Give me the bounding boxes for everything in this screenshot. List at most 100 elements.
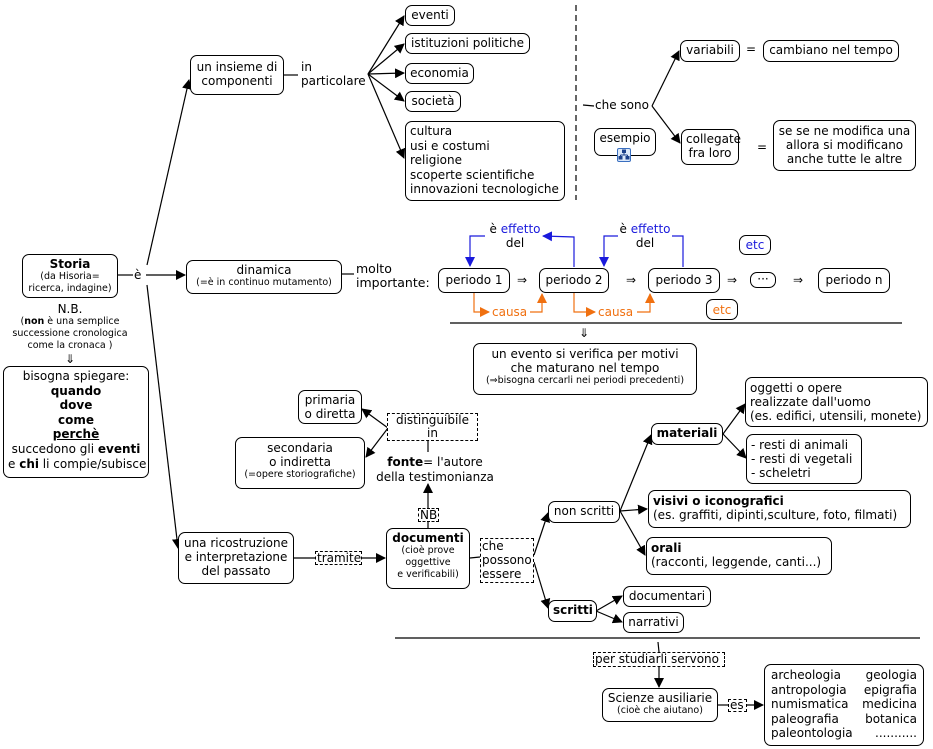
- node-bisogna-spiegare[interactable]: bisogna spiegare: quando dove come perch…: [3, 366, 149, 478]
- discipline-item: paleontologia: [771, 726, 853, 740]
- implies-arrow: ⇒: [727, 273, 738, 287]
- node-insieme[interactable]: un insieme di componenti: [190, 55, 284, 95]
- link-che-possono-essere: che possono essere: [480, 538, 534, 583]
- node-istituzioni[interactable]: istituzioni politiche: [405, 33, 530, 54]
- storia-sub-1: (da Hisoria=: [40, 271, 100, 282]
- bisogna-quando: quando: [50, 383, 102, 398]
- scienze-sub: (cioè che aiutano): [617, 705, 703, 716]
- node-evento[interactable]: un evento si verifica per motivi che mat…: [473, 343, 697, 395]
- node-primaria[interactable]: primaria o diretta: [298, 390, 362, 424]
- node-etc-effect[interactable]: etc: [739, 235, 771, 255]
- bisogna-perche: perchè: [52, 427, 100, 442]
- node-collegate[interactable]: collegate fra loro: [681, 129, 741, 165]
- node-resti[interactable]: - resti di animali - resti di vegetali -…: [746, 434, 862, 484]
- effetto-word: effetto: [630, 222, 671, 236]
- link-nb: NB: [418, 508, 439, 522]
- implies-arrow: ⇒: [517, 273, 528, 287]
- evento-l2: che maturano nel tempo: [510, 361, 660, 375]
- implies-arrow: ⇒: [793, 273, 804, 287]
- effetto-e: è: [489, 222, 501, 236]
- node-materiali[interactable]: materiali: [651, 423, 723, 445]
- collegate-desc: allora si modificano: [785, 138, 904, 152]
- node-periodo-3[interactable]: periodo 3: [648, 268, 720, 293]
- node-se-modifica[interactable]: se se ne modifica una allora si modifica…: [773, 120, 916, 171]
- node-orali[interactable]: orali (racconti, leggende, canti...): [646, 537, 832, 575]
- link-e: è: [134, 268, 142, 282]
- link-molto-importante: molto importante:: [356, 262, 430, 290]
- fonte-rest: = l'autore: [423, 455, 483, 469]
- resti-item: - scheletri: [751, 466, 811, 480]
- node-scritti[interactable]: scritti: [548, 600, 597, 622]
- node-variabili[interactable]: variabili: [680, 40, 740, 62]
- discipline-item: paleografia: [771, 711, 839, 726]
- nb-title: N.B.: [57, 302, 83, 316]
- node-periodo-n[interactable]: periodo n: [818, 268, 890, 293]
- storia-sub-2: ricerca, indagine): [28, 283, 112, 294]
- node-documenti[interactable]: documenti (cioè prove oggettive e verifi…: [386, 528, 470, 589]
- secondaria-l2: o indiretta: [269, 455, 331, 469]
- discipline-row: paleontologia...........: [771, 726, 917, 741]
- link-importante: importante:: [356, 275, 430, 290]
- discipline-item: ...........: [875, 726, 917, 740]
- node-documentari[interactable]: documentari: [623, 586, 711, 607]
- documenti-title: documenti: [392, 531, 464, 545]
- node-oggetti[interactable]: oggetti o opere realizzate dall'uomo (es…: [745, 377, 928, 427]
- collegate-desc: se se ne modifica una: [778, 124, 911, 138]
- oggetti-l3: (es. edifici, utensili, monete): [750, 409, 922, 423]
- nb-open: (: [20, 316, 25, 327]
- node-periodo-2[interactable]: periodo 2: [539, 268, 609, 293]
- node-non-scritti[interactable]: non scritti: [548, 501, 620, 523]
- node-storia[interactable]: Storia (da Hisoria= ricerca, indagine): [22, 254, 118, 298]
- ricostruzione-l3: del passato: [201, 564, 271, 578]
- link-che-sono: che sono: [595, 98, 649, 112]
- visivi-title: visivi o iconografici: [653, 494, 784, 508]
- node-fonte[interactable]: fonte= l'autore della testimonianza: [370, 455, 500, 485]
- node-periodo-1[interactable]: periodo 1: [438, 268, 510, 293]
- scienze-title: Scienze ausiliarie: [607, 691, 713, 705]
- evento-sub: (⇒bisogna cercarli nei periodi precedent…: [485, 375, 685, 386]
- node-secondaria[interactable]: secondaria o indiretta (=opere storiogra…: [235, 437, 365, 489]
- cultura-item: usi e costumi: [410, 138, 490, 153]
- link-causa-2: causa: [598, 305, 634, 319]
- possono-l2: possono: [482, 553, 532, 567]
- link-tramite: tramite: [315, 551, 362, 565]
- node-eventi[interactable]: eventi: [405, 5, 455, 26]
- ricostruzione-l1: una ricostruzione: [183, 536, 289, 550]
- cultura-item: cultura: [410, 124, 453, 138]
- down-arrow-icon: ⇓: [579, 326, 590, 340]
- insieme-l1: un insieme di: [196, 60, 278, 74]
- bisogna-l7a: e: [8, 456, 20, 471]
- link-effetto-1: è effetto del: [470, 222, 560, 250]
- discipline-item: botanica: [865, 711, 917, 726]
- link-particolare: particolare: [301, 74, 366, 88]
- oggetti-l2: realizzate dall'uomo: [750, 395, 871, 409]
- discipline-item: geologia: [865, 668, 917, 682]
- node-cultura[interactable]: cultura usi e costumi religione scoperte…: [405, 121, 565, 201]
- node-economia[interactable]: economia: [405, 63, 474, 84]
- discipline-row: paleografia botanica: [771, 712, 917, 727]
- link-es: es: [728, 699, 747, 712]
- node-cambiano[interactable]: cambiano nel tempo: [763, 40, 899, 62]
- node-societa[interactable]: società: [405, 91, 461, 112]
- node-ricostruzione[interactable]: una ricostruzione e interpretazione del …: [178, 532, 294, 584]
- oggetti-l1: oggetti o opere: [750, 381, 843, 395]
- link-in-particolare: in particolare: [301, 60, 366, 88]
- node-scienze-ausiliarie[interactable]: Scienze ausiliarie (cioè che aiutano): [602, 688, 718, 722]
- node-etc-cause[interactable]: etc: [706, 299, 738, 320]
- equals: =: [757, 140, 768, 154]
- node-dinamica[interactable]: dinamica (=è in continuo mutamento): [186, 260, 342, 294]
- cultura-item: religione: [410, 153, 463, 168]
- discipline-item: numismatica: [771, 697, 849, 711]
- node-visivi[interactable]: visivi o iconografici (es. graffiti, dip…: [648, 490, 911, 528]
- concept-map-icon[interactable]: [617, 148, 631, 162]
- orali-title: orali: [651, 541, 682, 555]
- possono-l3: essere: [482, 567, 522, 581]
- node-ellipsis[interactable]: ···: [750, 272, 776, 288]
- node-narrativi[interactable]: narrativi: [623, 612, 684, 633]
- cultura-item: innovazioni tecnologiche: [410, 182, 559, 197]
- documenti-sub: oggettive: [405, 557, 451, 568]
- dinamica-title: dinamica: [236, 263, 292, 277]
